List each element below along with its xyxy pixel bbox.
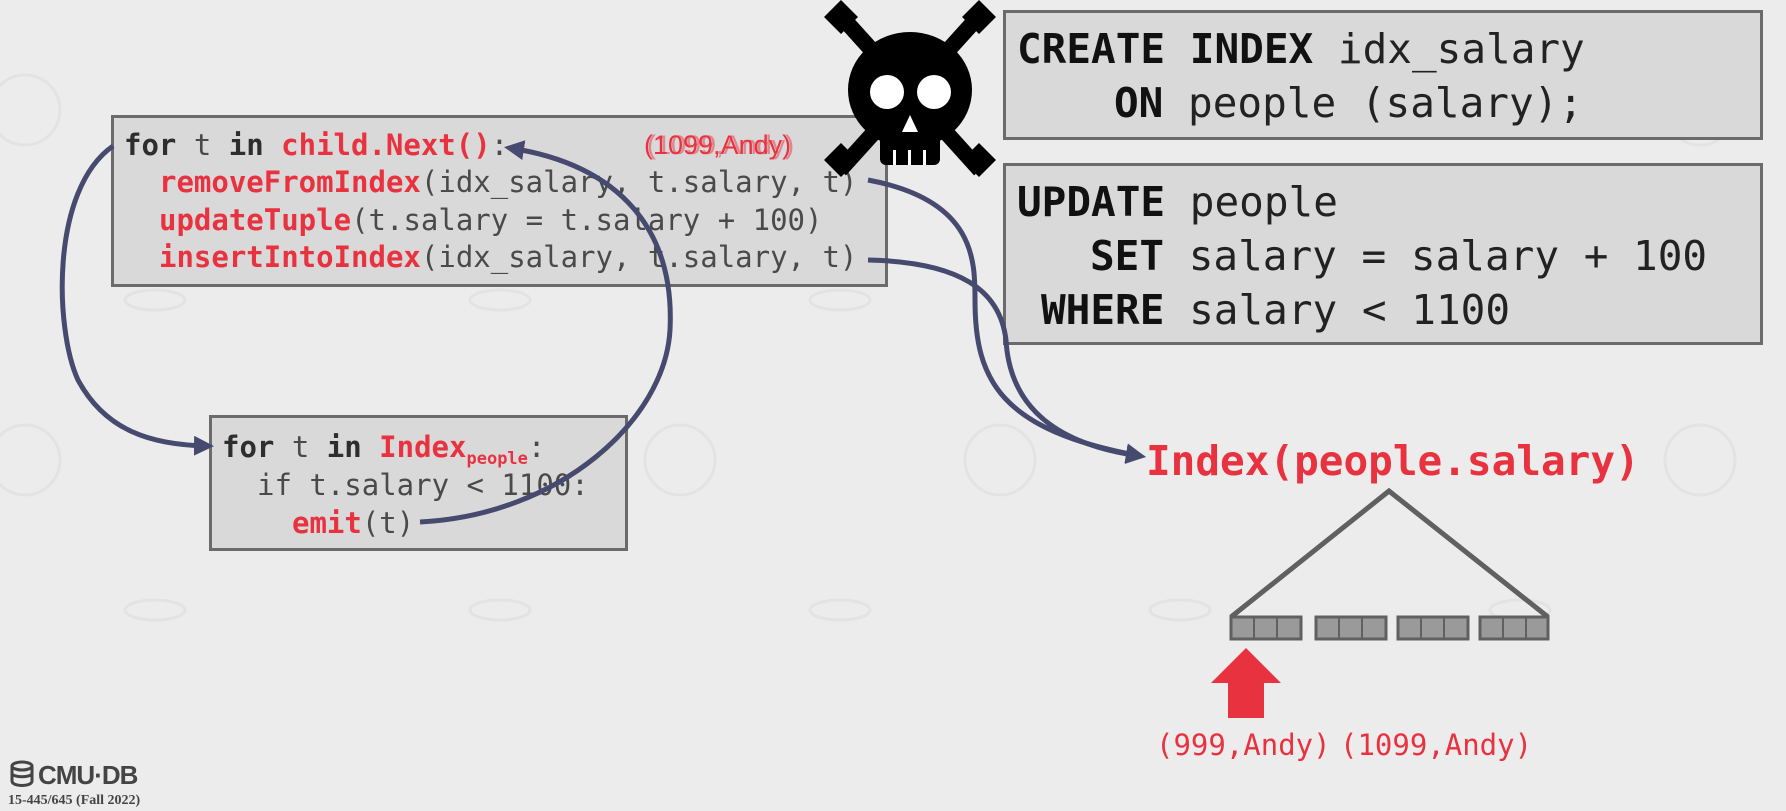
update-loop-line-1: for t in child.Next(): [124,128,509,162]
cmu-db-logo: CMU·DB [38,760,138,790]
create-index-line-2: ON people (salary); [1114,79,1584,127]
update-sql-line-3: WHERE salary < 1100 [1041,286,1510,334]
update-sql-box: UPDATE people SET salary = salary + 100 … [1003,163,1763,345]
index-scan-line-2: if t.salary < 1100: [257,468,589,502]
index-scan-code-box: for t in Indexpeople: if t.salary < 1100… [209,415,628,551]
index-title: Index(people.salary) [1146,437,1640,485]
create-index-line-1: CREATE INDEX idx_salary [1017,25,1585,73]
update-sql-line-2: SET salary = salary + 100 [1090,232,1708,280]
update-loop-line-4: insertIntoIndex(idx_salary, t.salary, t) [159,240,858,274]
index-scan-line-1: for t in Indexpeople: [222,430,546,469]
index-entry-right: (1099,Andy) [1340,728,1533,762]
index-scan-line-3: emit(t) [292,506,415,540]
update-loop-line-3: updateTuple(t.salary = t.salary + 100) [159,203,823,237]
index-entry-left: (999,Andy) [1156,728,1331,762]
course-label: 15-445/645 (Fall 2022) [8,793,141,808]
update-loop-line-2: removeFromIndex(idx_salary, t.salary, t) [159,165,858,199]
tuple-label: (1099,Andy) [644,130,792,160]
update-sql-line-1: UPDATE people [1017,178,1338,226]
create-index-sql-box: CREATE INDEX idx_salary ON people (salar… [1003,10,1763,140]
update-loop-code-box: for t in child.Next(): (1099,Andy) remov… [111,115,888,287]
